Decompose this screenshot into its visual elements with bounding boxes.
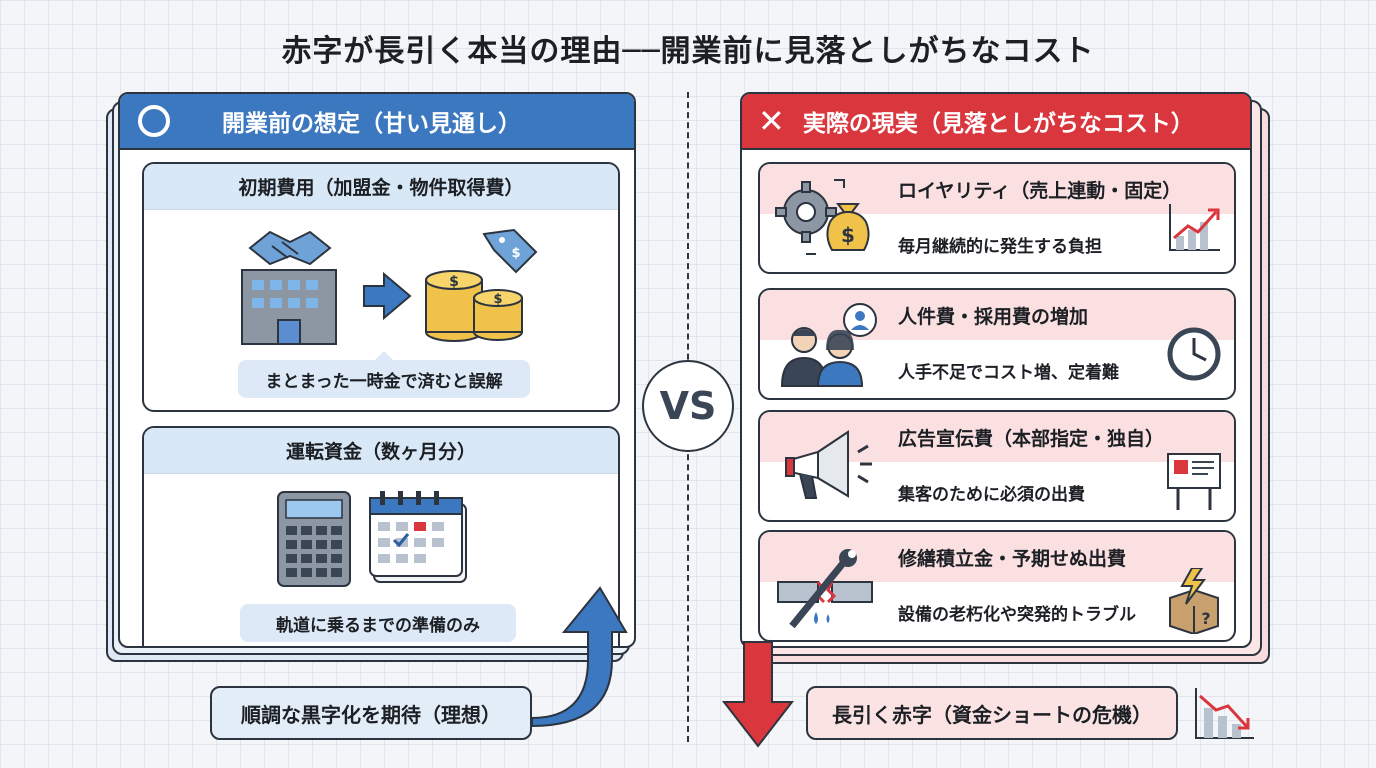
calculator-icon [277, 491, 351, 587]
cost-item-royalty: $ ロイヤリティ（売上連動・固定） 毎月継続的に発生する負担 [758, 162, 1236, 274]
working-capital-card: 運転資金（数ヶ月分） [142, 426, 620, 646]
cost-item-repairs: 修繕積立金・予期せぬ出費 設備の老朽化や突発的トラブル ? [758, 530, 1236, 642]
circle-icon [138, 105, 170, 137]
right-panel: ✕ 実際の現実（見落としがちなコスト） $ ロイヤリティ（売上連動・固定） 毎月… [740, 92, 1252, 648]
initial-cost-title: 初期費用（加盟金・物件取得費） [144, 164, 618, 210]
gear-money-bag-icon: $ [775, 179, 870, 255]
cost-item-royalty-title: ロイヤリティ（売上連動・固定） [898, 180, 1182, 202]
svg-text:$: $ [449, 274, 459, 290]
trend-up-chart-icon [1169, 204, 1220, 251]
cost-item-labor-desc: 人手不足でコスト増、定着難 [898, 363, 1119, 383]
cost-item-advertising: 広告宣伝費（本部指定・独自） 集客のために必須の出費 [758, 410, 1236, 522]
price-tag-icon: $ [482, 228, 538, 274]
right-panel-header: ✕ 実際の現実（見落としがちなコスト） [742, 94, 1250, 150]
trend-down-chart-icon [1195, 688, 1254, 739]
cost-item-repairs-desc: 設備の老朽化や突発的トラブル [898, 605, 1136, 625]
working-capital-note: 軌道に乗るまでの準備のみ [240, 604, 516, 642]
svg-text:?: ? [1201, 609, 1210, 628]
calculator-calendar-illustration [277, 491, 467, 587]
reality-outcome-label: 長引く赤字（資金ショートの危機） [806, 686, 1178, 740]
building-icon [241, 269, 337, 345]
arrow-right-icon [363, 271, 412, 321]
left-panel-header: 開業前の想定（甘い見通し） [120, 94, 634, 150]
svg-text:$: $ [493, 292, 502, 307]
cost-item-labor: 人件費・採用費の増加 人手不足でコスト増、定着難 [758, 288, 1236, 400]
initial-cost-card: 初期費用（加盟金・物件取得費） $ [142, 162, 620, 412]
calendar-icon [369, 491, 467, 583]
coin-stack-icon: $ $ [425, 270, 523, 342]
svg-text:$: $ [511, 246, 520, 261]
up-arrow-icon [531, 586, 628, 728]
cost-item-labor-title: 人件費・採用費の増加 [898, 306, 1089, 328]
building-to-money-illustration: $ $ $ [241, 228, 538, 345]
ideal-outcome-label: 順調な黒字化を期待（理想） [210, 686, 532, 740]
lightning-box-icon: ? [1169, 568, 1219, 634]
clock-icon [1167, 327, 1221, 381]
handshake-icon [248, 230, 332, 266]
svg-text:$: $ [841, 223, 855, 247]
left-panel: 開業前の想定（甘い見通し） 初期費用（加盟金・物件取得費） $ [118, 92, 636, 648]
right-panel-title: 実際の現実（見落としがちなコスト） [802, 111, 1194, 137]
left-panel-title: 開業前の想定（甘い見通し） [222, 111, 521, 137]
cost-item-advertising-desc: 集客のために必須の出費 [898, 485, 1085, 505]
vs-badge: VS [642, 360, 734, 452]
down-arrow-icon [721, 641, 795, 748]
billboard-icon [1167, 453, 1221, 510]
cross-icon: ✕ [758, 102, 785, 140]
initial-cost-note: まとまった一時金で済むと誤解 [238, 351, 530, 398]
megaphone-icon [785, 430, 872, 499]
cost-item-advertising-title: 広告宣伝費（本部指定・独自） [898, 428, 1165, 450]
cost-item-royalty-desc: 毎月継続的に発生する負担 [898, 237, 1102, 257]
people-icon [780, 303, 877, 387]
broken-pipe-wrench-icon [777, 549, 873, 629]
page-title: 赤字が長引く本当の理由──開業前に見落としがちなコスト [281, 34, 1095, 69]
working-capital-title: 運転資金（数ヶ月分） [144, 428, 618, 474]
cost-item-repairs-title: 修繕積立金・予期せぬ出費 [898, 548, 1127, 570]
